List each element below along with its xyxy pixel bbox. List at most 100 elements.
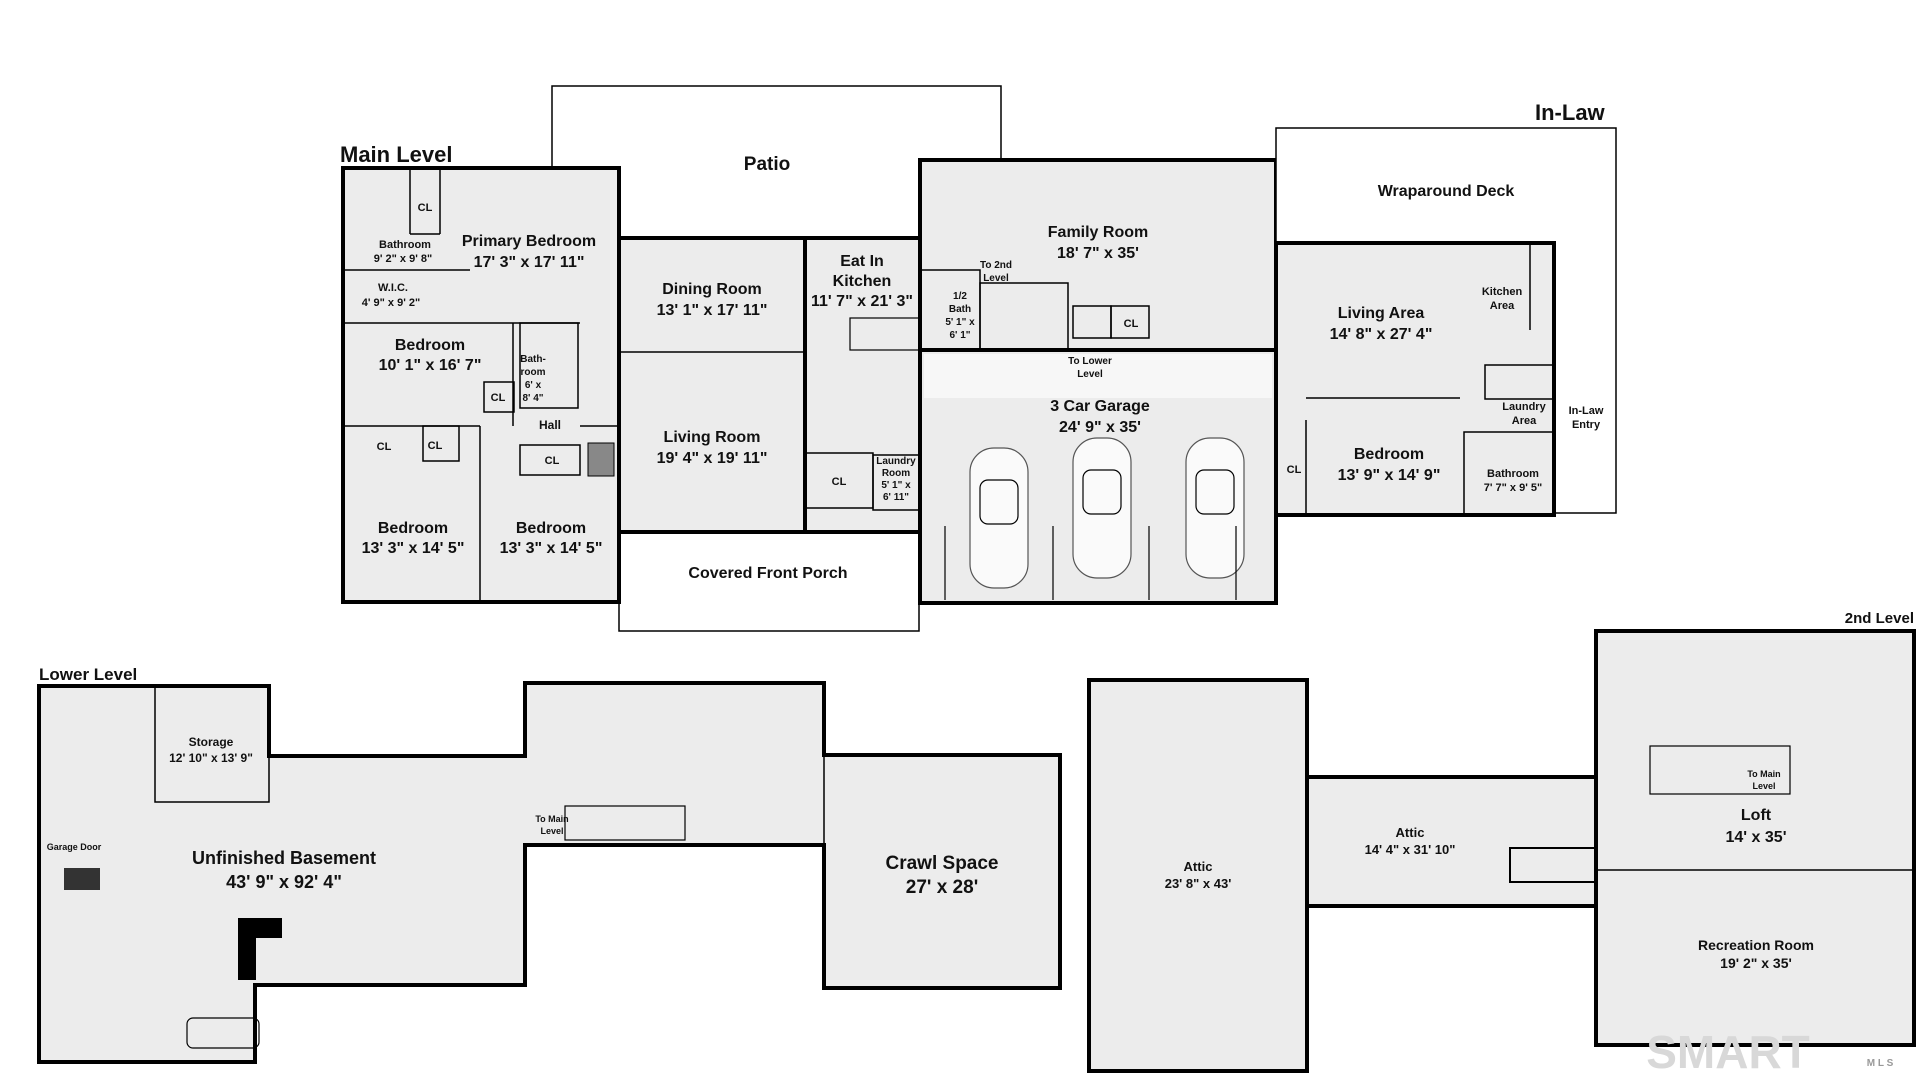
dining-room-label: Dining Room xyxy=(662,281,762,298)
laundry-room-dim-1: 5' 1" x xyxy=(881,480,911,491)
inlaw-bath-dim: 7' 7" x 9' 5" xyxy=(1484,482,1542,494)
wic-label: W.I.C. xyxy=(378,282,408,294)
closet-label-8: CL xyxy=(1287,464,1302,476)
inlaw-entry-label-2: Entry xyxy=(1572,419,1601,431)
closet-label-2: CL xyxy=(377,441,392,453)
basement-label: Unfinished Basement xyxy=(192,848,376,868)
furnace xyxy=(238,918,256,980)
closet-label-4: CL xyxy=(545,455,560,467)
garage-label: 3 Car Garage xyxy=(1050,398,1150,415)
to-lower-label-2: Level xyxy=(1077,369,1103,380)
patio-outline xyxy=(551,85,1002,168)
bedroom-a-label: Bedroom xyxy=(395,337,465,354)
closet-label-3: CL xyxy=(428,440,443,452)
family-room-label: Family Room xyxy=(1048,224,1148,241)
car-1 xyxy=(969,447,1029,589)
half-bath-dim-1: 5' 1" x xyxy=(945,317,975,328)
loft-dim: 14' x 35' xyxy=(1726,829,1787,846)
living-room-label: Living Room xyxy=(664,429,761,446)
dining-room-dim: 13' 1" x 17' 11" xyxy=(657,302,768,319)
bedroom-wing xyxy=(341,166,621,604)
garage-door-label: Garage Door xyxy=(47,842,102,852)
to-main-loft-label-1: To Main xyxy=(1747,769,1780,779)
living-area-dim: 14' 8" x 27' 4" xyxy=(1330,326,1433,343)
recreation-dim: 19' 2" x 35' xyxy=(1720,955,1792,971)
to-main-loft-label-2: Level xyxy=(1752,781,1775,791)
laundry-room-dim-2: 6' 11" xyxy=(883,492,909,503)
to-main-lower-label-1: To Main xyxy=(535,814,568,824)
bath-hall-label-1: Bath- xyxy=(520,354,546,365)
inlaw-entry-label-1: In-Law xyxy=(1569,405,1604,417)
half-bath-label-2: Bath xyxy=(949,304,971,315)
basement-dim: 43' 9" x 92' 4" xyxy=(226,872,342,892)
kitchen-label-1: Eat In xyxy=(840,253,884,270)
watermark-logo: SMART xyxy=(1646,1026,1810,1078)
inlaw-area xyxy=(1274,241,1556,517)
patio-label: Patio xyxy=(744,154,790,175)
storage-dim: 12' 10" x 13' 9" xyxy=(169,751,253,765)
attic-small xyxy=(1305,775,1598,908)
inlaw-bedroom-label: Bedroom xyxy=(1354,446,1424,463)
bedroom-a-dim: 10' 1" x 16' 7" xyxy=(379,357,482,374)
inlaw-bath-label: Bathroom xyxy=(1487,468,1539,480)
bedroom-b-dim: 13' 3" x 14' 5" xyxy=(362,540,465,557)
closet-label-5: CL xyxy=(491,392,506,404)
primary-bedroom-dim: 17' 3" x 17' 11" xyxy=(474,254,585,271)
chimney xyxy=(587,442,615,477)
hall-label: Hall xyxy=(539,418,561,432)
laundry-area-label-2: Area xyxy=(1512,415,1537,427)
deck-label: Wraparound Deck xyxy=(1378,183,1515,200)
living-room-dim: 19' 4" x 19' 11" xyxy=(657,450,768,467)
to-main-lower-label-2: Level xyxy=(540,826,563,836)
attic-small-label: Attic xyxy=(1396,825,1425,840)
attic-large-label: Attic xyxy=(1184,859,1213,874)
garage-door-icon xyxy=(64,868,100,890)
inlaw-bedroom-dim: 13' 9" x 14' 9" xyxy=(1338,467,1441,484)
bath-hall-dim-2: 8' 4" xyxy=(522,393,543,404)
primary-bath-label: Bathroom xyxy=(379,239,431,251)
attic-small-dim: 14' 4" x 31' 10" xyxy=(1365,842,1456,857)
garage-dim: 24' 9" x 35' xyxy=(1059,419,1141,436)
attic-large xyxy=(1087,678,1309,1073)
primary-bath-dim: 9' 2" x 9' 8" xyxy=(374,253,432,265)
kitchen-label-2: Kitchen xyxy=(833,273,892,290)
to-lower-label-1: To Lower xyxy=(1068,356,1112,367)
inlaw-title: In-Law xyxy=(1535,100,1606,125)
crawl-label: Crawl Space xyxy=(886,853,999,874)
watermark-sub: M L S xyxy=(1867,1058,1894,1069)
bedroom-c-label: Bedroom xyxy=(516,520,586,537)
kitchen-dim: 11' 7" x 21' 3" xyxy=(811,293,913,310)
primary-bedroom-label: Primary Bedroom xyxy=(462,233,596,250)
lower-level-title: Lower Level xyxy=(39,665,137,684)
bedroom-b-label: Bedroom xyxy=(378,520,448,537)
lower-stairs xyxy=(564,805,686,841)
kitchen-area-label-1: Kitchen xyxy=(1482,286,1523,298)
half-bath-dim-2: 6' 1" xyxy=(949,330,970,341)
oil-tank xyxy=(186,1017,260,1049)
car-3 xyxy=(1185,437,1245,579)
half-bath-label-1: 1/2 xyxy=(953,291,967,302)
wic-dim: 4' 9" x 9' 2" xyxy=(362,297,420,309)
closet-label-7: CL xyxy=(1124,318,1139,330)
laundry-room-label-1: Laundry xyxy=(876,456,916,467)
living-area-label: Living Area xyxy=(1338,305,1425,322)
porch-outline xyxy=(618,531,920,632)
attic-connector xyxy=(1509,847,1597,883)
closet-label-6: CL xyxy=(832,476,847,488)
porch-label: Covered Front Porch xyxy=(688,565,847,582)
attic-large-dim: 23' 8" x 43' xyxy=(1165,876,1232,891)
main-level xyxy=(341,85,1617,632)
bedroom-c-dim: 13' 3" x 14' 5" xyxy=(500,540,603,557)
basement-outline xyxy=(37,681,1062,1064)
storage-room xyxy=(154,685,270,803)
laundry-area-label-1: Laundry xyxy=(1502,401,1546,413)
bath-hall-label-2: room xyxy=(521,367,546,378)
loft-label: Loft xyxy=(1741,807,1772,824)
bath-hall-dim-1: 6' x xyxy=(525,380,542,391)
loft-recreation xyxy=(1594,629,1916,1047)
laundry-room-label-2: Room xyxy=(882,468,910,479)
car-2 xyxy=(1072,437,1132,579)
storage-label: Storage xyxy=(189,735,234,749)
to-2nd-label-1: To 2nd xyxy=(980,260,1012,271)
